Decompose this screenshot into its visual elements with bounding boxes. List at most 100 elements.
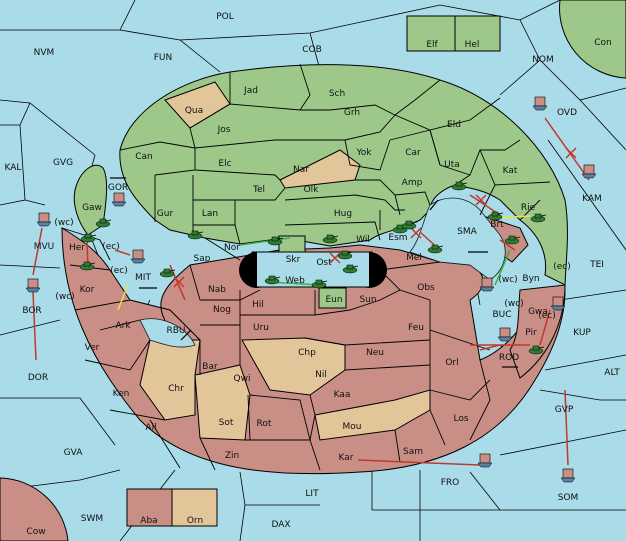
sea-alt[interactable]: ALT bbox=[604, 368, 620, 378]
province-qua[interactable]: Qua bbox=[185, 106, 203, 116]
army-unit[interactable] bbox=[401, 220, 418, 230]
province-ken[interactable]: Ken bbox=[113, 389, 130, 399]
army-unit[interactable] bbox=[427, 244, 444, 254]
sea-kal[interactable]: KAL bbox=[5, 163, 22, 173]
province-zin[interactable]: Zin bbox=[225, 451, 239, 461]
army-unit[interactable] bbox=[95, 218, 112, 228]
fleet-unit[interactable] bbox=[479, 277, 495, 292]
army-unit[interactable] bbox=[267, 236, 284, 246]
province-kar[interactable]: Kar bbox=[339, 453, 354, 463]
province-uta[interactable]: Uta bbox=[444, 160, 460, 170]
province-sam[interactable]: Sam bbox=[403, 447, 423, 457]
sea-buc[interactable]: BUC bbox=[492, 310, 511, 320]
province-ost[interactable]: Ost bbox=[316, 258, 332, 268]
province-jos[interactable]: Jos bbox=[217, 125, 231, 135]
province-sot[interactable]: Sot bbox=[219, 418, 234, 428]
province-eld[interactable]: Eld bbox=[447, 120, 461, 130]
province-nar[interactable]: Nar bbox=[293, 165, 309, 175]
fleet-unit[interactable] bbox=[36, 212, 52, 227]
province-chr[interactable]: Chr bbox=[168, 384, 184, 394]
province-web[interactable]: Web bbox=[285, 276, 305, 286]
army-unit[interactable] bbox=[528, 345, 545, 355]
province-esm[interactable]: Esm bbox=[388, 233, 407, 243]
province-uru[interactable]: Uru bbox=[253, 323, 269, 333]
province-feu[interactable]: Feu bbox=[408, 323, 424, 333]
province-obs[interactable]: Obs bbox=[417, 283, 435, 293]
province-ail[interactable]: Ail bbox=[145, 423, 156, 433]
army-unit[interactable] bbox=[322, 234, 339, 244]
army-unit[interactable] bbox=[530, 213, 547, 223]
province-ver[interactable]: Ver bbox=[85, 343, 100, 353]
province-pir[interactable]: Pir bbox=[525, 328, 537, 338]
sea-dax[interactable]: DAX bbox=[271, 520, 290, 530]
army-unit[interactable] bbox=[342, 264, 359, 274]
sea-elf[interactable]: Elf bbox=[426, 40, 438, 50]
sea-rod[interactable]: ROD bbox=[499, 353, 519, 363]
sea-ovd[interactable]: OVD bbox=[557, 108, 577, 118]
army-unit[interactable] bbox=[80, 233, 97, 243]
sea-gva[interactable]: GVA bbox=[64, 448, 84, 458]
province-chp[interactable]: Chp bbox=[298, 348, 316, 358]
province-rie[interactable]: Rie bbox=[521, 203, 536, 213]
province-yok[interactable]: Yok bbox=[355, 148, 372, 158]
province-mou[interactable]: Mou bbox=[343, 422, 362, 432]
army-unit[interactable] bbox=[264, 275, 281, 285]
fleet-unit[interactable] bbox=[111, 192, 127, 207]
sea-lit[interactable]: LIT bbox=[305, 489, 319, 499]
sea-kam[interactable]: KAM bbox=[582, 194, 602, 204]
province-byn[interactable]: Byn bbox=[522, 274, 539, 284]
province-gwa[interactable]: Gwa bbox=[528, 307, 548, 317]
province-wil[interactable]: Wil bbox=[356, 235, 370, 245]
army-unit[interactable] bbox=[159, 268, 176, 278]
province-nor[interactable]: Nor bbox=[224, 243, 240, 253]
army-unit[interactable] bbox=[311, 279, 328, 289]
sea-bor[interactable]: BOR bbox=[22, 306, 41, 316]
sea-mit[interactable]: MIT bbox=[135, 273, 151, 283]
province-sun[interactable]: Sun bbox=[359, 295, 376, 305]
province-nog[interactable]: Nog bbox=[213, 305, 231, 315]
province-gur[interactable]: Gur bbox=[157, 209, 174, 219]
province-bar[interactable]: Bar bbox=[202, 362, 218, 372]
province-orl[interactable]: Orl bbox=[445, 358, 458, 368]
province-hug[interactable]: Hug bbox=[334, 209, 352, 219]
sea-sma[interactable]: SMA bbox=[457, 227, 477, 237]
province-elc[interactable]: Elc bbox=[218, 159, 231, 169]
province-skr[interactable]: Skr bbox=[286, 255, 301, 265]
sea-hel[interactable]: Hel bbox=[465, 40, 480, 50]
province-can[interactable]: Can bbox=[135, 152, 153, 162]
province-sch[interactable]: Sch bbox=[329, 89, 345, 99]
province-kor[interactable]: Kor bbox=[80, 285, 95, 295]
province-her[interactable]: Her bbox=[69, 243, 85, 253]
fleet-unit[interactable] bbox=[25, 278, 41, 293]
fleet-unit[interactable] bbox=[560, 468, 576, 483]
sea-mvu[interactable]: MVU bbox=[34, 242, 55, 252]
sea-dor[interactable]: DOR bbox=[28, 373, 48, 383]
army-unit[interactable] bbox=[337, 250, 354, 260]
fleet-unit[interactable] bbox=[130, 249, 146, 264]
sea-som[interactable]: SOM bbox=[558, 493, 579, 503]
sea-cob[interactable]: COB bbox=[302, 45, 322, 55]
sea-nvm[interactable]: NVM bbox=[34, 48, 55, 58]
province-ark[interactable]: Ark bbox=[115, 321, 131, 331]
sea-con[interactable]: Con bbox=[594, 38, 612, 48]
province-nab[interactable]: Nab bbox=[208, 285, 226, 295]
sea-rbu[interactable]: RBU bbox=[166, 326, 185, 336]
sea-nom[interactable]: NOM bbox=[532, 55, 554, 65]
sea-gor[interactable]: GOR bbox=[108, 183, 128, 193]
province-tel[interactable]: Tel bbox=[252, 185, 265, 195]
province-eun[interactable]: Eun bbox=[325, 295, 342, 305]
army-unit[interactable] bbox=[504, 235, 521, 245]
army-unit[interactable] bbox=[79, 261, 96, 271]
army-unit[interactable] bbox=[187, 230, 204, 240]
sea-cow[interactable]: Cow bbox=[26, 527, 45, 537]
fleet-unit[interactable] bbox=[497, 327, 513, 342]
province-rot[interactable]: Rot bbox=[257, 419, 272, 429]
province-lan[interactable]: Lan bbox=[202, 209, 218, 219]
province-hil[interactable]: Hil bbox=[252, 300, 264, 310]
province-los[interactable]: Los bbox=[453, 414, 468, 424]
fleet-unit[interactable] bbox=[532, 96, 548, 111]
army-unit[interactable] bbox=[487, 211, 504, 221]
sea-fro[interactable]: FRO bbox=[441, 478, 460, 488]
province-kat[interactable]: Kat bbox=[503, 166, 518, 176]
province-kaa[interactable]: Kaa bbox=[334, 390, 351, 400]
